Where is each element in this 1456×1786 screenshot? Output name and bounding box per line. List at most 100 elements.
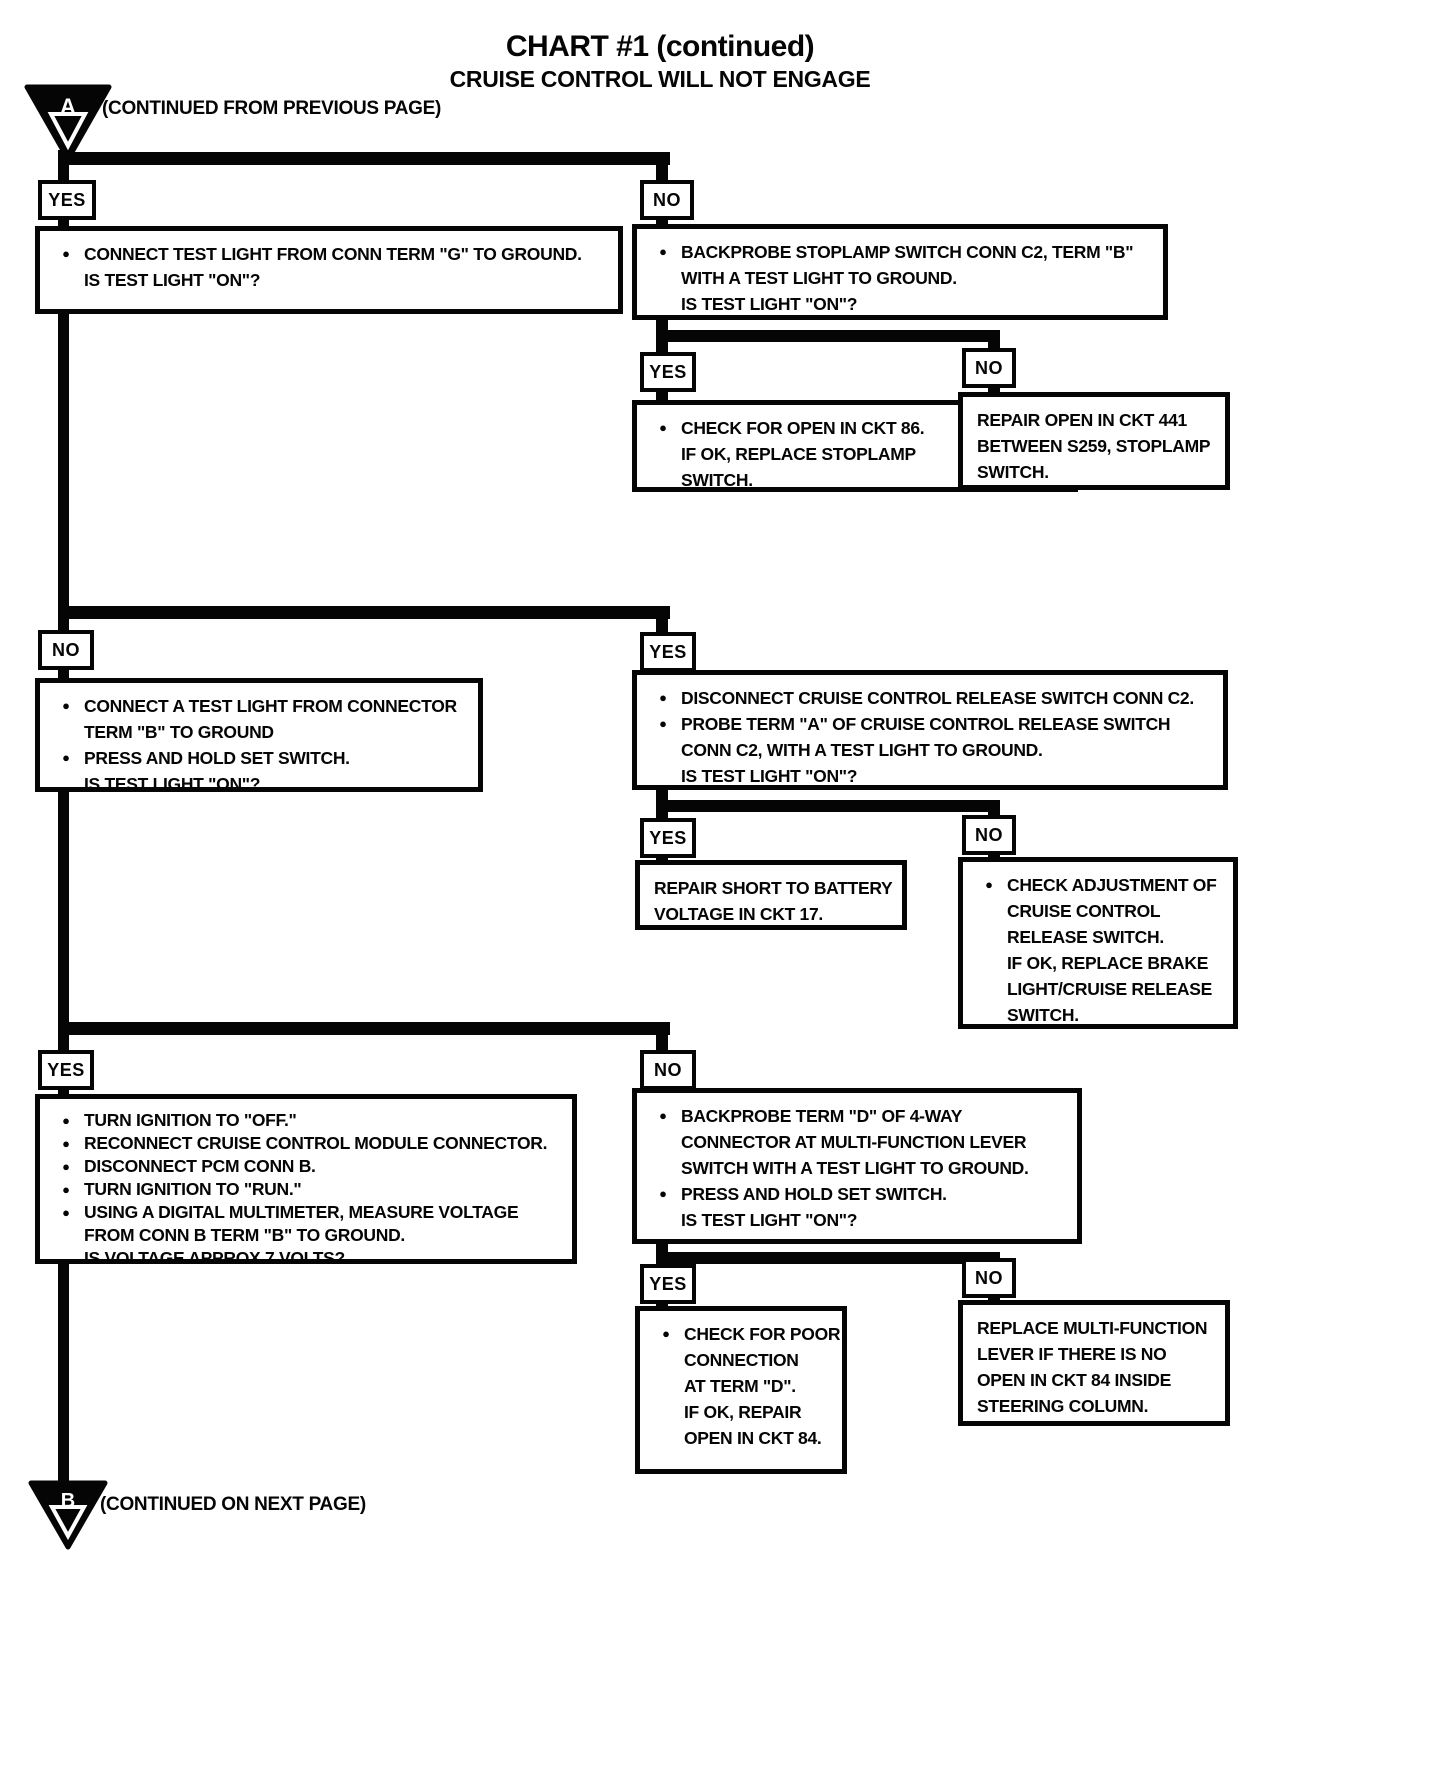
box-line: SWITCH WITH A TEST LIGHT TO GROUND.: [645, 1155, 1071, 1181]
box-line-text: CONN C2, WITH A TEST LIGHT TO GROUND.: [681, 740, 1043, 760]
box-line: ● PRESS AND HOLD SET SWITCH.: [48, 745, 472, 771]
box-line-text: LEVER IF THERE IS NO: [977, 1344, 1167, 1364]
bullet-icon: ●: [62, 750, 70, 765]
box-line: IF OK, REPAIR: [648, 1399, 836, 1425]
box-line: LEVER IF THERE IS NO: [977, 1341, 1219, 1367]
box-check-connection-term-d: ●CHECK FOR POOR CONNECTION AT TERM "D". IF …: [635, 1306, 847, 1474]
box-line: ●CHECK FOR POOR: [648, 1321, 840, 1347]
box-line: IS TEST LIGHT "ON"?: [645, 291, 1157, 317]
label-no-6: NO: [962, 1258, 1016, 1298]
bullet-icon: ●: [659, 1108, 667, 1123]
connector-a-icon: A: [24, 84, 112, 162]
label-no-5: NO: [640, 1050, 696, 1090]
box-line: REPAIR SHORT TO BATTERY: [654, 875, 896, 901]
box-line: ●TURN IGNITION TO "RUN.": [48, 1178, 566, 1201]
box-line-text: PRESS AND HOLD SET SWITCH.: [84, 748, 350, 768]
box-line: BETWEEN S259, STOPLAMP: [977, 433, 1219, 459]
box-line: CONN C2, WITH A TEST LIGHT TO GROUND.: [645, 737, 1217, 763]
box-line: SWITCH.: [977, 459, 1219, 485]
box-line-text: IS TEST LIGHT "ON"?: [681, 1210, 858, 1230]
connector-b-letter: B: [61, 1490, 75, 1512]
label-yes-4: YES: [640, 818, 696, 858]
label-no-1: NO: [640, 180, 694, 220]
box-line: LIGHT/CRUISE RELEASE: [971, 976, 1227, 1002]
box-line: ● RECONNECT CRUISE CONTROL MODULE CONNECT…: [48, 1132, 566, 1155]
box-line: ●PROBE TERM "A" OF CRUISE CONTROL RELEAS…: [645, 711, 1217, 737]
box-backprobe-stoplamp-switch: ● BACKPROBE STOPLAMP SWITCH CONN C2, TERM…: [632, 224, 1168, 320]
label-yes-3: YES: [640, 632, 696, 672]
box-line-text: TURN IGNITION TO "RUN.": [84, 1179, 302, 1199]
label-no-2: NO: [962, 348, 1016, 388]
flow-line: [58, 606, 670, 619]
box-line-text: IS TEST LIGHT "ON"?: [84, 774, 261, 794]
bullet-icon: ●: [62, 1113, 70, 1128]
box-line-text: CONNECT A TEST LIGHT FROM CONNECTOR: [84, 696, 457, 716]
box-line-text: CHECK FOR OPEN IN CKT 86.: [681, 418, 925, 438]
box-line-text: CONNECT TEST LIGHT FROM CONN TERM "G" TO…: [84, 244, 582, 264]
box-line: RELEASE SWITCH.: [971, 924, 1227, 950]
label-yes-6: YES: [640, 1264, 696, 1304]
box-line-text: CHECK FOR POOR: [684, 1324, 841, 1344]
box-line-text: DISCONNECT CRUISE CONTROL RELEASE SWITCH…: [681, 688, 1194, 708]
box-release-switch-probe: ● DISCONNECT CRUISE CONTROL RELEASE SWITC…: [632, 670, 1228, 790]
page-title: CHART #1 (continued): [505, 30, 815, 63]
box-line: ● CHECK FOR OPEN IN CKT 86.: [645, 415, 1067, 441]
box-line: IS TEST LIGHT "ON"?: [48, 771, 472, 797]
box-line-text: REPLACE MULTI-FUNCTION: [977, 1318, 1208, 1338]
box-line-text: IF OK, REPLACE BRAKE: [1007, 953, 1209, 973]
connector-a-letter: A: [60, 94, 76, 119]
bullet-icon: ●: [985, 877, 993, 892]
box-line-text: SWITCH.: [1007, 1005, 1079, 1025]
box-line-text: RELEASE SWITCH.: [1007, 927, 1164, 947]
box-line: AT TERM "D".: [648, 1373, 836, 1399]
box-line: REPAIR OPEN IN CKT 441: [977, 407, 1219, 433]
box-line-text: SWITCH.: [681, 470, 753, 490]
box-line-text: SWITCH.: [977, 462, 1049, 482]
bullet-icon: ●: [62, 698, 70, 713]
box-line: WITH A TEST LIGHT TO GROUND.: [645, 265, 1157, 291]
box-line: SWITCH.: [971, 1002, 1227, 1028]
bullet-icon: ●: [659, 716, 667, 731]
box-line-text: CONNECTOR AT MULTI-FUNCTION LEVER: [681, 1132, 1027, 1152]
box-line-text: IS TEST LIGHT "ON"?: [84, 270, 261, 290]
box-line-text: CRUISE CONTROL: [1007, 901, 1161, 921]
box-line: IS TEST LIGHT "ON"?: [645, 763, 1217, 789]
box-line-text: IF OK, REPAIR: [684, 1402, 802, 1422]
box-line: FROM CONN B TERM "B" TO GROUND.: [48, 1224, 566, 1247]
box-line-text: PRESS AND HOLD SET SWITCH.: [681, 1184, 947, 1204]
bullet-icon: ●: [62, 246, 70, 261]
flow-line: [656, 800, 1000, 812]
box-line-text: SWITCH WITH A TEST LIGHT TO GROUND.: [681, 1158, 1029, 1178]
box-line-text: TURN IGNITION TO "OFF.": [84, 1110, 297, 1130]
bullet-icon: ●: [659, 244, 667, 259]
flow-line: [58, 152, 670, 165]
connector-b-icon: B: [28, 1480, 108, 1550]
box-line: VOLTAGE IN CKT 17.: [654, 901, 896, 927]
box-line-text: IS VOLTAGE APPROX 7 VOLTS?: [84, 1248, 345, 1268]
bullet-icon: ●: [62, 1136, 70, 1151]
box-backprobe-term-d: ● BACKPROBE TERM "D" OF 4-WAY CONNECTOR AT…: [632, 1088, 1082, 1244]
box-line: IS VOLTAGE APPROX 7 VOLTS?: [48, 1247, 566, 1270]
box-line-text: REPAIR OPEN IN CKT 441: [977, 410, 1187, 430]
label-no-3: NO: [38, 630, 94, 670]
box-line: ●PRESS AND HOLD SET SWITCH.: [645, 1181, 1071, 1207]
connector-a-note: (CONTINUED FROM PREVIOUS PAGE): [102, 98, 441, 119]
box-line: OPEN IN CKT 84.: [648, 1425, 836, 1451]
box-line-text: BACKPROBE STOPLAMP SWITCH CONN C2, TERM …: [681, 242, 1134, 262]
box-line: IF OK, REPLACE BRAKE: [971, 950, 1227, 976]
box-line: ● TURN IGNITION TO "OFF.": [48, 1109, 566, 1132]
box-measure-voltage-conn-b: ● TURN IGNITION TO "OFF." ● RECONNECT CRUIS…: [35, 1094, 577, 1268]
box-line-text: IS TEST LIGHT "ON"?: [681, 766, 858, 786]
box-line-text: USING A DIGITAL MULTIMETER, MEASURE VOLT…: [84, 1202, 519, 1222]
bullet-icon: ●: [62, 1159, 70, 1174]
box-line-text: WITH A TEST LIGHT TO GROUND.: [681, 268, 957, 288]
box-line-text: CONNECTION: [684, 1350, 799, 1370]
box-line: OPEN IN CKT 84 INSIDE: [977, 1367, 1219, 1393]
box-line-text: BACKPROBE TERM "D" OF 4-WAY: [681, 1106, 963, 1126]
box-line-text: OPEN IN CKT 84 INSIDE: [977, 1370, 1172, 1390]
box-line-text: RECONNECT CRUISE CONTROL MODULE CONNECTO…: [84, 1133, 548, 1153]
bullet-icon: ●: [659, 420, 667, 435]
